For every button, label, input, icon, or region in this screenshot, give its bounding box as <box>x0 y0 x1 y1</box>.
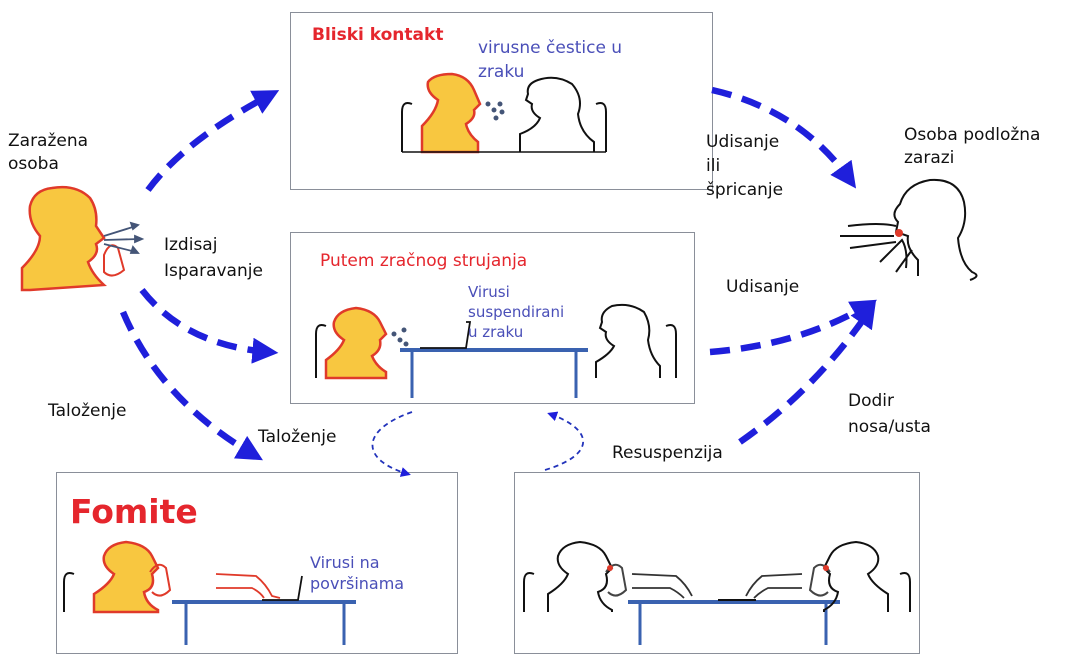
panel-airborne <box>290 232 695 404</box>
susceptible-person-icon <box>840 178 978 281</box>
airborne-scene <box>315 303 677 398</box>
fomite-title: Fomite <box>70 492 198 531</box>
fomite-note: Virusi na površinama <box>310 553 405 593</box>
susceptible-person-label: Osoba podložna zarazi <box>904 125 1041 168</box>
resuspension-label: Resuspenzija <box>612 443 723 463</box>
inhale-or-spray-label: Udisanje ili špricanje <box>706 132 784 200</box>
fomite-scene <box>63 540 356 645</box>
resuspension-scene <box>523 540 911 645</box>
close-contact-scene <box>401 72 607 154</box>
airborne-title: Putem zračnog strujanja <box>320 251 528 271</box>
arc-settling <box>371 411 413 477</box>
arrow-resuspension-to-susceptible <box>738 301 876 445</box>
arc-resuspension <box>544 411 585 471</box>
airborne-note: Virusi suspendirani u zraku <box>468 283 565 341</box>
arrow-to-close-contact <box>145 90 280 192</box>
close-contact-note: virusne čestice u zraku <box>478 38 623 82</box>
close-contact-title: Bliski kontakt <box>312 25 444 45</box>
touch-label: Dodir nosa/usta <box>848 391 931 437</box>
inhale-label: Udisanje <box>726 277 800 297</box>
settling-center-label: Taloženje <box>258 427 337 447</box>
settling-left-label: Taloženje <box>48 401 127 421</box>
infected-person-label: Zaražena osoba <box>8 131 89 174</box>
settling-arcs <box>371 411 585 477</box>
panel-close-contact <box>290 12 713 190</box>
exhaled-droplets <box>103 221 145 254</box>
arrow-to-fomite <box>120 310 263 461</box>
transmission-arrows <box>120 86 877 461</box>
arrow-to-airborne <box>139 287 279 364</box>
infected-person-icon <box>20 185 126 292</box>
exhale-label: Izdisaj Isparavanje <box>164 235 263 281</box>
